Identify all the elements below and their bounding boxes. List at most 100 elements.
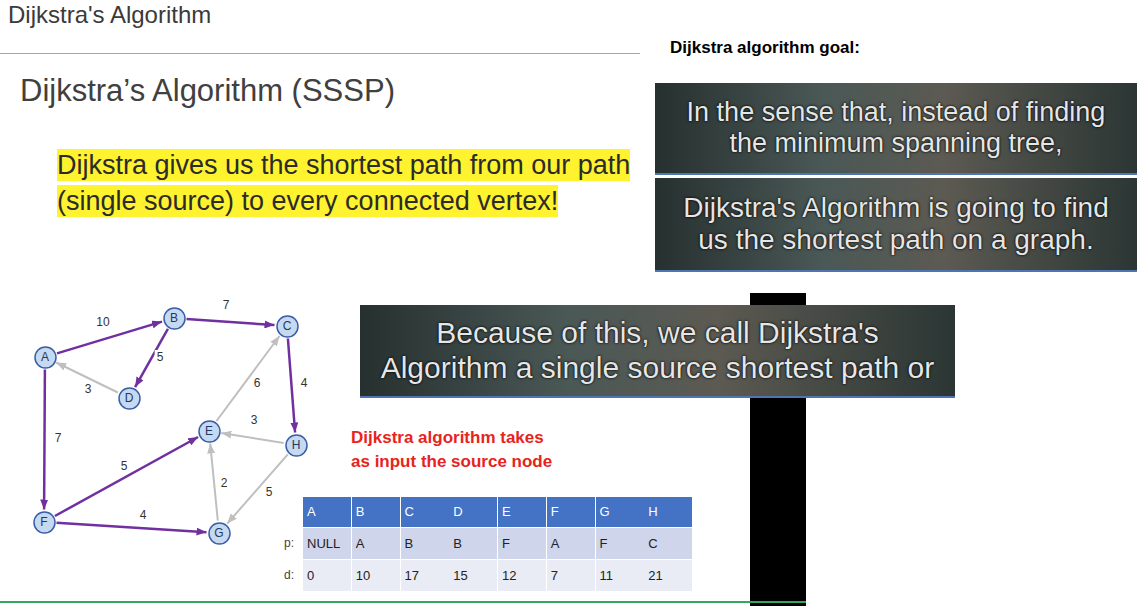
table-cell-text: 10 bbox=[352, 560, 400, 591]
vertex-outline bbox=[35, 347, 56, 368]
vertex-name: D bbox=[118, 387, 141, 410]
row-label-wrap: d: bbox=[284, 560, 303, 591]
vertex-outline bbox=[34, 512, 55, 533]
subtitle-text: Because of this, we call Dijkstra's Algo… bbox=[375, 316, 940, 386]
graph-edge bbox=[57, 523, 207, 532]
edge-weight: 5 bbox=[264, 485, 275, 499]
vertex-name: H bbox=[285, 434, 308, 457]
graph-edge bbox=[221, 433, 283, 443]
vertex-name: C bbox=[276, 315, 299, 338]
table-cell: C bbox=[401, 497, 449, 527]
subtitle-frame: Because of this, we call Dijkstra's Algo… bbox=[360, 305, 955, 398]
row-label: d: bbox=[284, 560, 303, 591]
vertex-outline bbox=[119, 388, 140, 409]
graph-edge bbox=[187, 319, 275, 325]
edge-weight: 5 bbox=[155, 350, 166, 364]
slide-title-wrap: Dijkstra’s Algorithm (SSSP) bbox=[20, 73, 395, 109]
table-cell-text: B bbox=[352, 497, 400, 527]
edge-weight-wrap: 5 bbox=[119, 459, 130, 473]
edge-weight-wrap: 5 bbox=[264, 485, 275, 499]
table-cell-text: 11 bbox=[596, 560, 644, 591]
table-cell-text: B bbox=[401, 528, 449, 559]
edge-weight-wrap: 10 bbox=[94, 315, 111, 329]
divider-line bbox=[0, 53, 640, 54]
edge-weight-wrap: 7 bbox=[221, 298, 232, 312]
table-cell: 11 bbox=[596, 560, 644, 591]
table-cell: 10 bbox=[352, 560, 400, 591]
graph-vertex: H bbox=[285, 434, 308, 457]
edge-weight: 3 bbox=[249, 413, 260, 427]
table-cell: B bbox=[352, 497, 400, 527]
edge-weight-wrap: 3 bbox=[249, 413, 260, 427]
edge-weight: 4 bbox=[299, 376, 310, 390]
table-cell: F bbox=[498, 528, 546, 559]
note-wrap: Dijkstra algorithm goal: bbox=[670, 38, 860, 58]
graph-vertex: B bbox=[163, 307, 186, 330]
table-cell: C bbox=[644, 528, 692, 559]
edge-weight: 7 bbox=[221, 298, 232, 312]
row-label: p: bbox=[284, 528, 303, 559]
table-cell-text: G bbox=[596, 497, 644, 527]
graph-edge bbox=[43, 370, 46, 510]
edge-weight-wrap: 7 bbox=[53, 431, 64, 445]
table-cell-text: 7 bbox=[547, 560, 595, 591]
table-cell-text: 17 bbox=[401, 560, 449, 591]
table-cell: 0 bbox=[303, 560, 351, 591]
edge-weight: 5 bbox=[119, 459, 130, 473]
edge-weight-wrap: 4 bbox=[138, 508, 149, 522]
edge-weight-wrap: 4 bbox=[299, 376, 310, 390]
table-cell: 12 bbox=[498, 560, 546, 591]
table-cell: B bbox=[449, 528, 497, 559]
table-cell-text: F bbox=[498, 528, 546, 559]
table-cell: B bbox=[401, 528, 449, 559]
table-cell: A bbox=[547, 528, 595, 559]
table-cell-text: E bbox=[498, 497, 546, 527]
edge-weight: 10 bbox=[94, 315, 111, 329]
vertex-name: B bbox=[163, 307, 186, 330]
edge-weight-wrap: 3 bbox=[83, 382, 94, 396]
highlighted-statement: Dijkstra gives us the shortest path from… bbox=[57, 149, 630, 217]
table-cell-text: F bbox=[596, 528, 644, 559]
edge-weight-wrap: 6 bbox=[252, 376, 263, 390]
vertex-outline bbox=[277, 316, 298, 337]
table-cell: H bbox=[644, 497, 692, 527]
table-cell: F bbox=[547, 497, 595, 527]
graph-edge bbox=[288, 339, 295, 433]
table-cell: 17 bbox=[401, 560, 449, 591]
vertex-outline bbox=[199, 421, 220, 442]
table-cell-text: 21 bbox=[644, 560, 692, 591]
vertex-outline bbox=[286, 435, 307, 456]
graph-vertex: F bbox=[33, 511, 56, 534]
vertex-name: F bbox=[33, 511, 56, 534]
subtitle-text: Dijkstra's Algorithm is going to find us… bbox=[676, 192, 1116, 257]
table-cell-text: A bbox=[547, 528, 595, 559]
graph-vertex: C bbox=[276, 315, 299, 338]
vertex-name: A bbox=[34, 346, 57, 369]
edge-weight: 3 bbox=[83, 382, 94, 396]
graph-vertex: A bbox=[34, 346, 57, 369]
table-cell-text: 0 bbox=[303, 560, 351, 591]
edge-weight: 4 bbox=[138, 508, 149, 522]
table-cell-text: C bbox=[401, 497, 449, 527]
table-cell: A bbox=[303, 497, 351, 527]
edge-weight: 6 bbox=[252, 376, 263, 390]
goal-heading: Dijkstra algorithm goal: bbox=[670, 38, 860, 58]
title-wrap: Dijkstra's Algorithm bbox=[8, 1, 211, 29]
graph-vertex: G bbox=[208, 522, 231, 545]
table-cell: 7 bbox=[547, 560, 595, 591]
table-cell-text: F bbox=[547, 497, 595, 527]
table-cell-text: 12 bbox=[498, 560, 546, 591]
vertex-name: G bbox=[208, 522, 231, 545]
page-title: Dijkstra's Algorithm bbox=[8, 1, 211, 29]
table-cell-text: NULL bbox=[303, 528, 351, 559]
subtitle-text: In the sense that, instead of finding th… bbox=[681, 97, 1112, 160]
subtitle-frame: In the sense that, instead of finding th… bbox=[655, 83, 1137, 175]
table-cell: F bbox=[596, 528, 644, 559]
table-cell-text: A bbox=[303, 497, 351, 527]
graph-vertex: E bbox=[198, 420, 221, 443]
edge-weight-wrap: 2 bbox=[219, 476, 230, 490]
table-cell-text: C bbox=[644, 528, 692, 559]
progress-line bbox=[0, 601, 806, 603]
graph-edge bbox=[217, 336, 280, 421]
